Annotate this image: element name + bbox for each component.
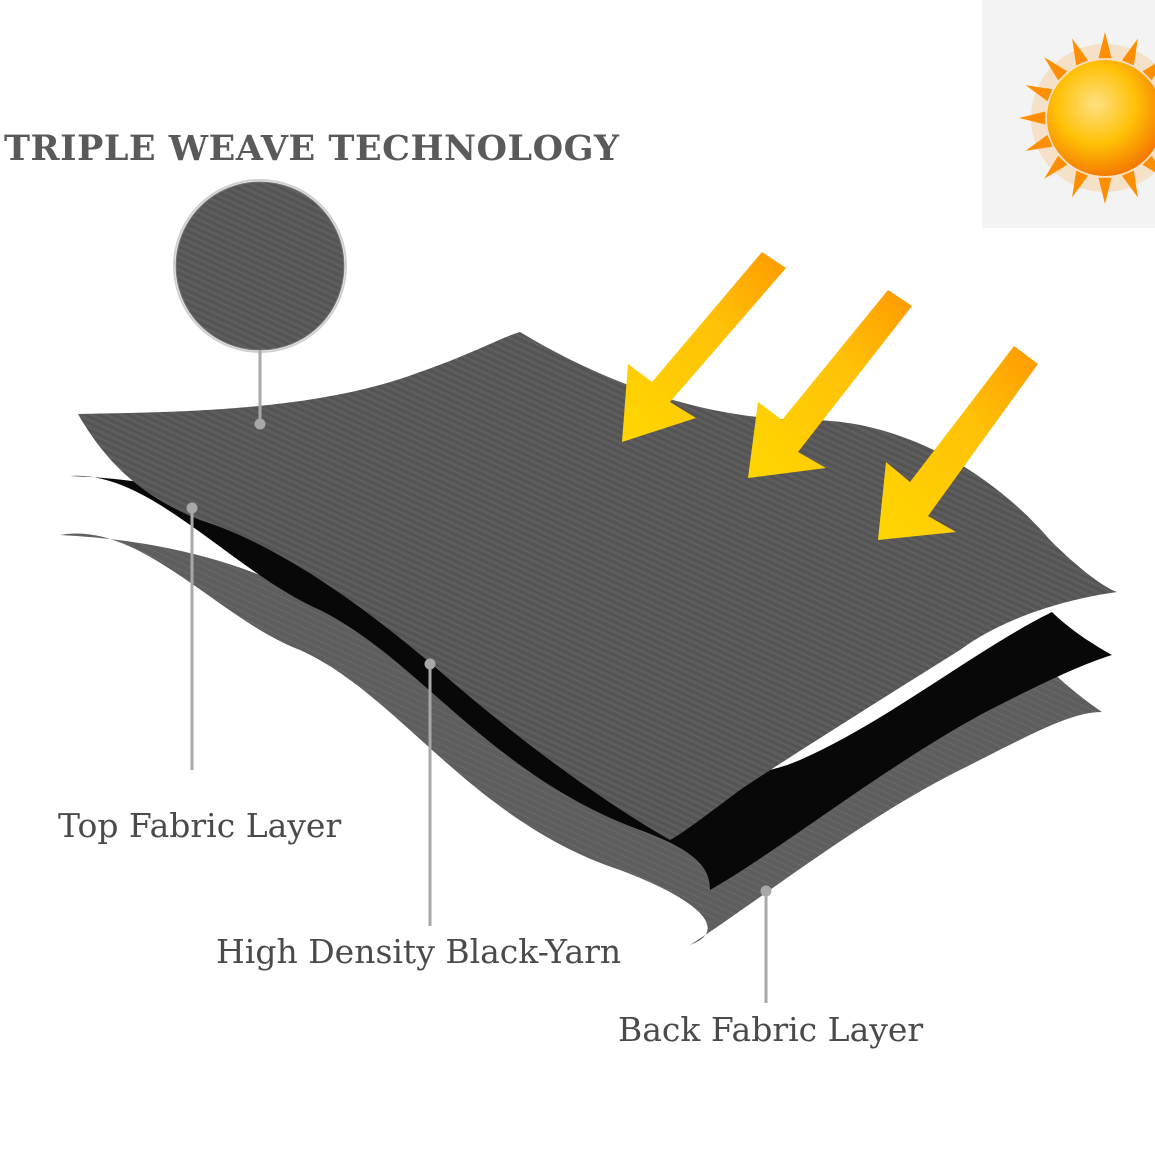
middle-layer-leader-dot — [424, 658, 436, 670]
fabric-swatch-icon — [173, 179, 347, 353]
sun-ray — [1142, 155, 1155, 173]
sun-ray — [1044, 57, 1068, 81]
down-left-arrow-icon — [878, 346, 1038, 540]
sun-ray — [1121, 38, 1138, 66]
back-fabric-layer-label: Back Fabric Layer — [618, 1010, 924, 1049]
sun-ray — [1044, 155, 1068, 179]
sun-ray — [1121, 170, 1138, 198]
sun-ray — [1025, 134, 1053, 151]
sun-ray — [1142, 63, 1155, 81]
diagram-title: TRIPLE WEAVE TECHNOLOGY — [4, 128, 620, 169]
sun-ray — [1098, 32, 1112, 59]
leader-lines — [186, 350, 772, 1003]
sun-ray-arrows — [622, 252, 1038, 540]
down-left-arrow-icon — [748, 290, 912, 478]
sun-ray — [1019, 111, 1046, 125]
sun-panel — [982, 0, 1155, 228]
top-layer-leader-dot — [186, 502, 198, 514]
back-layer-leader-dot — [760, 885, 772, 897]
back-fabric-layer — [60, 533, 1102, 945]
sun-ray — [1025, 85, 1053, 102]
top-fabric-layer — [78, 332, 1117, 840]
sun-ray — [1098, 177, 1112, 204]
top-fabric-layer-label: Top Fabric Layer — [58, 806, 342, 845]
high-density-black-yarn-label: High Density Black-Yarn — [216, 932, 622, 971]
sun-ray — [1072, 170, 1089, 198]
down-left-arrow-icon — [622, 252, 786, 442]
sun-icon — [1019, 32, 1155, 204]
swatch-leader-dot — [254, 418, 266, 430]
sun-ray — [1072, 38, 1089, 66]
